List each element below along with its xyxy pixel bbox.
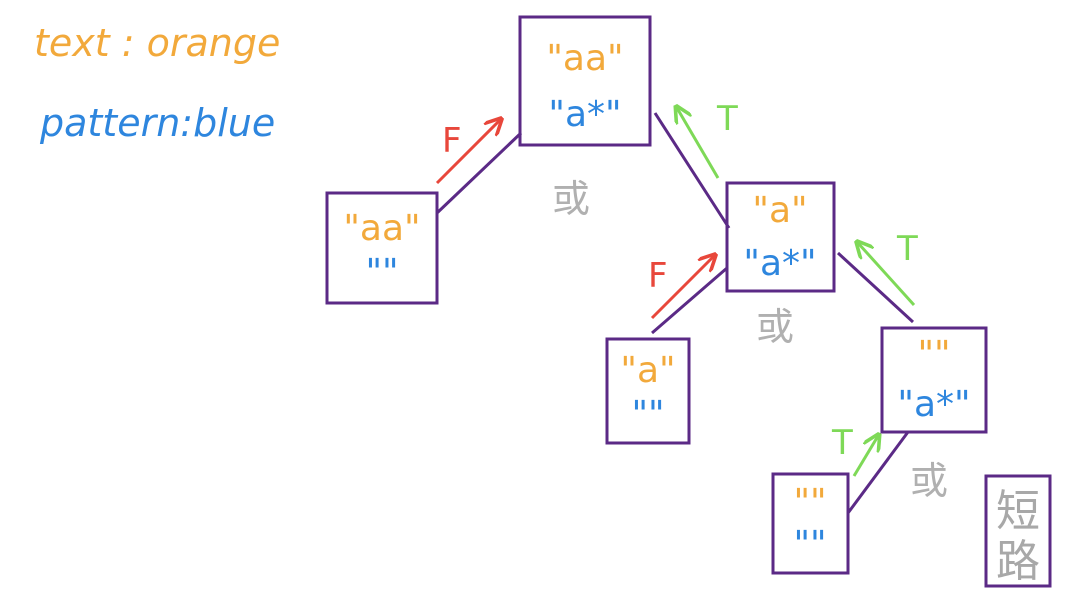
node-root-pattern: "a*" xyxy=(548,94,621,135)
or-label-2: 或 xyxy=(756,305,794,349)
node-left2: "a" "" xyxy=(605,337,691,445)
tree-edge-root-right1 xyxy=(653,112,731,229)
node-left3-pattern: "" xyxy=(793,524,826,565)
false-arrow-2 xyxy=(650,256,714,320)
short-circuit-note-line2: 路 xyxy=(996,536,1040,587)
or-label-1: 或 xyxy=(552,177,590,221)
true-label-3: T xyxy=(831,423,853,463)
or-label-3: 或 xyxy=(910,459,948,503)
legend-text-color: text : orange xyxy=(34,21,280,65)
true-arrow-2 xyxy=(858,243,916,307)
node-right1-text: "a" xyxy=(752,190,807,231)
node-left2-text: "a" xyxy=(620,350,675,391)
node-left1-pattern: "" xyxy=(365,252,398,293)
node-left1-text: "aa" xyxy=(343,208,420,249)
short-circuit-note: 短 路 xyxy=(984,474,1052,588)
node-left3: "" "" xyxy=(771,472,850,575)
false-label-1: F xyxy=(442,121,462,161)
legend-pattern-color: pattern:blue xyxy=(39,101,275,145)
node-right2: "" "a*" xyxy=(880,326,988,434)
node-right2-text: "" xyxy=(917,334,950,375)
true-arrow-3 xyxy=(852,436,878,477)
tree-edge-right1-left2 xyxy=(651,266,728,335)
tree-edge-root-left1 xyxy=(435,131,523,215)
true-label-1: T xyxy=(716,99,738,139)
node-left3-text: "" xyxy=(793,482,826,523)
true-arrow-1 xyxy=(677,108,720,179)
false-arrow-1 xyxy=(435,120,500,185)
tree-edge-right1-right2 xyxy=(836,251,915,324)
node-right1: "a" "a*" xyxy=(725,181,836,293)
node-right2-pattern: "a*" xyxy=(897,384,970,425)
true-label-2: T xyxy=(896,229,918,269)
node-left2-pattern: "" xyxy=(631,394,664,435)
node-right1-pattern: "a*" xyxy=(743,243,816,284)
short-circuit-note-line1: 短 xyxy=(996,486,1040,537)
node-root-text: "aa" xyxy=(546,38,623,79)
tree-edge-right2-left3 xyxy=(846,431,910,514)
node-root: "aa" "a*" xyxy=(518,15,652,147)
node-left1: "aa" "" xyxy=(325,191,439,305)
false-label-2: F xyxy=(648,256,668,296)
